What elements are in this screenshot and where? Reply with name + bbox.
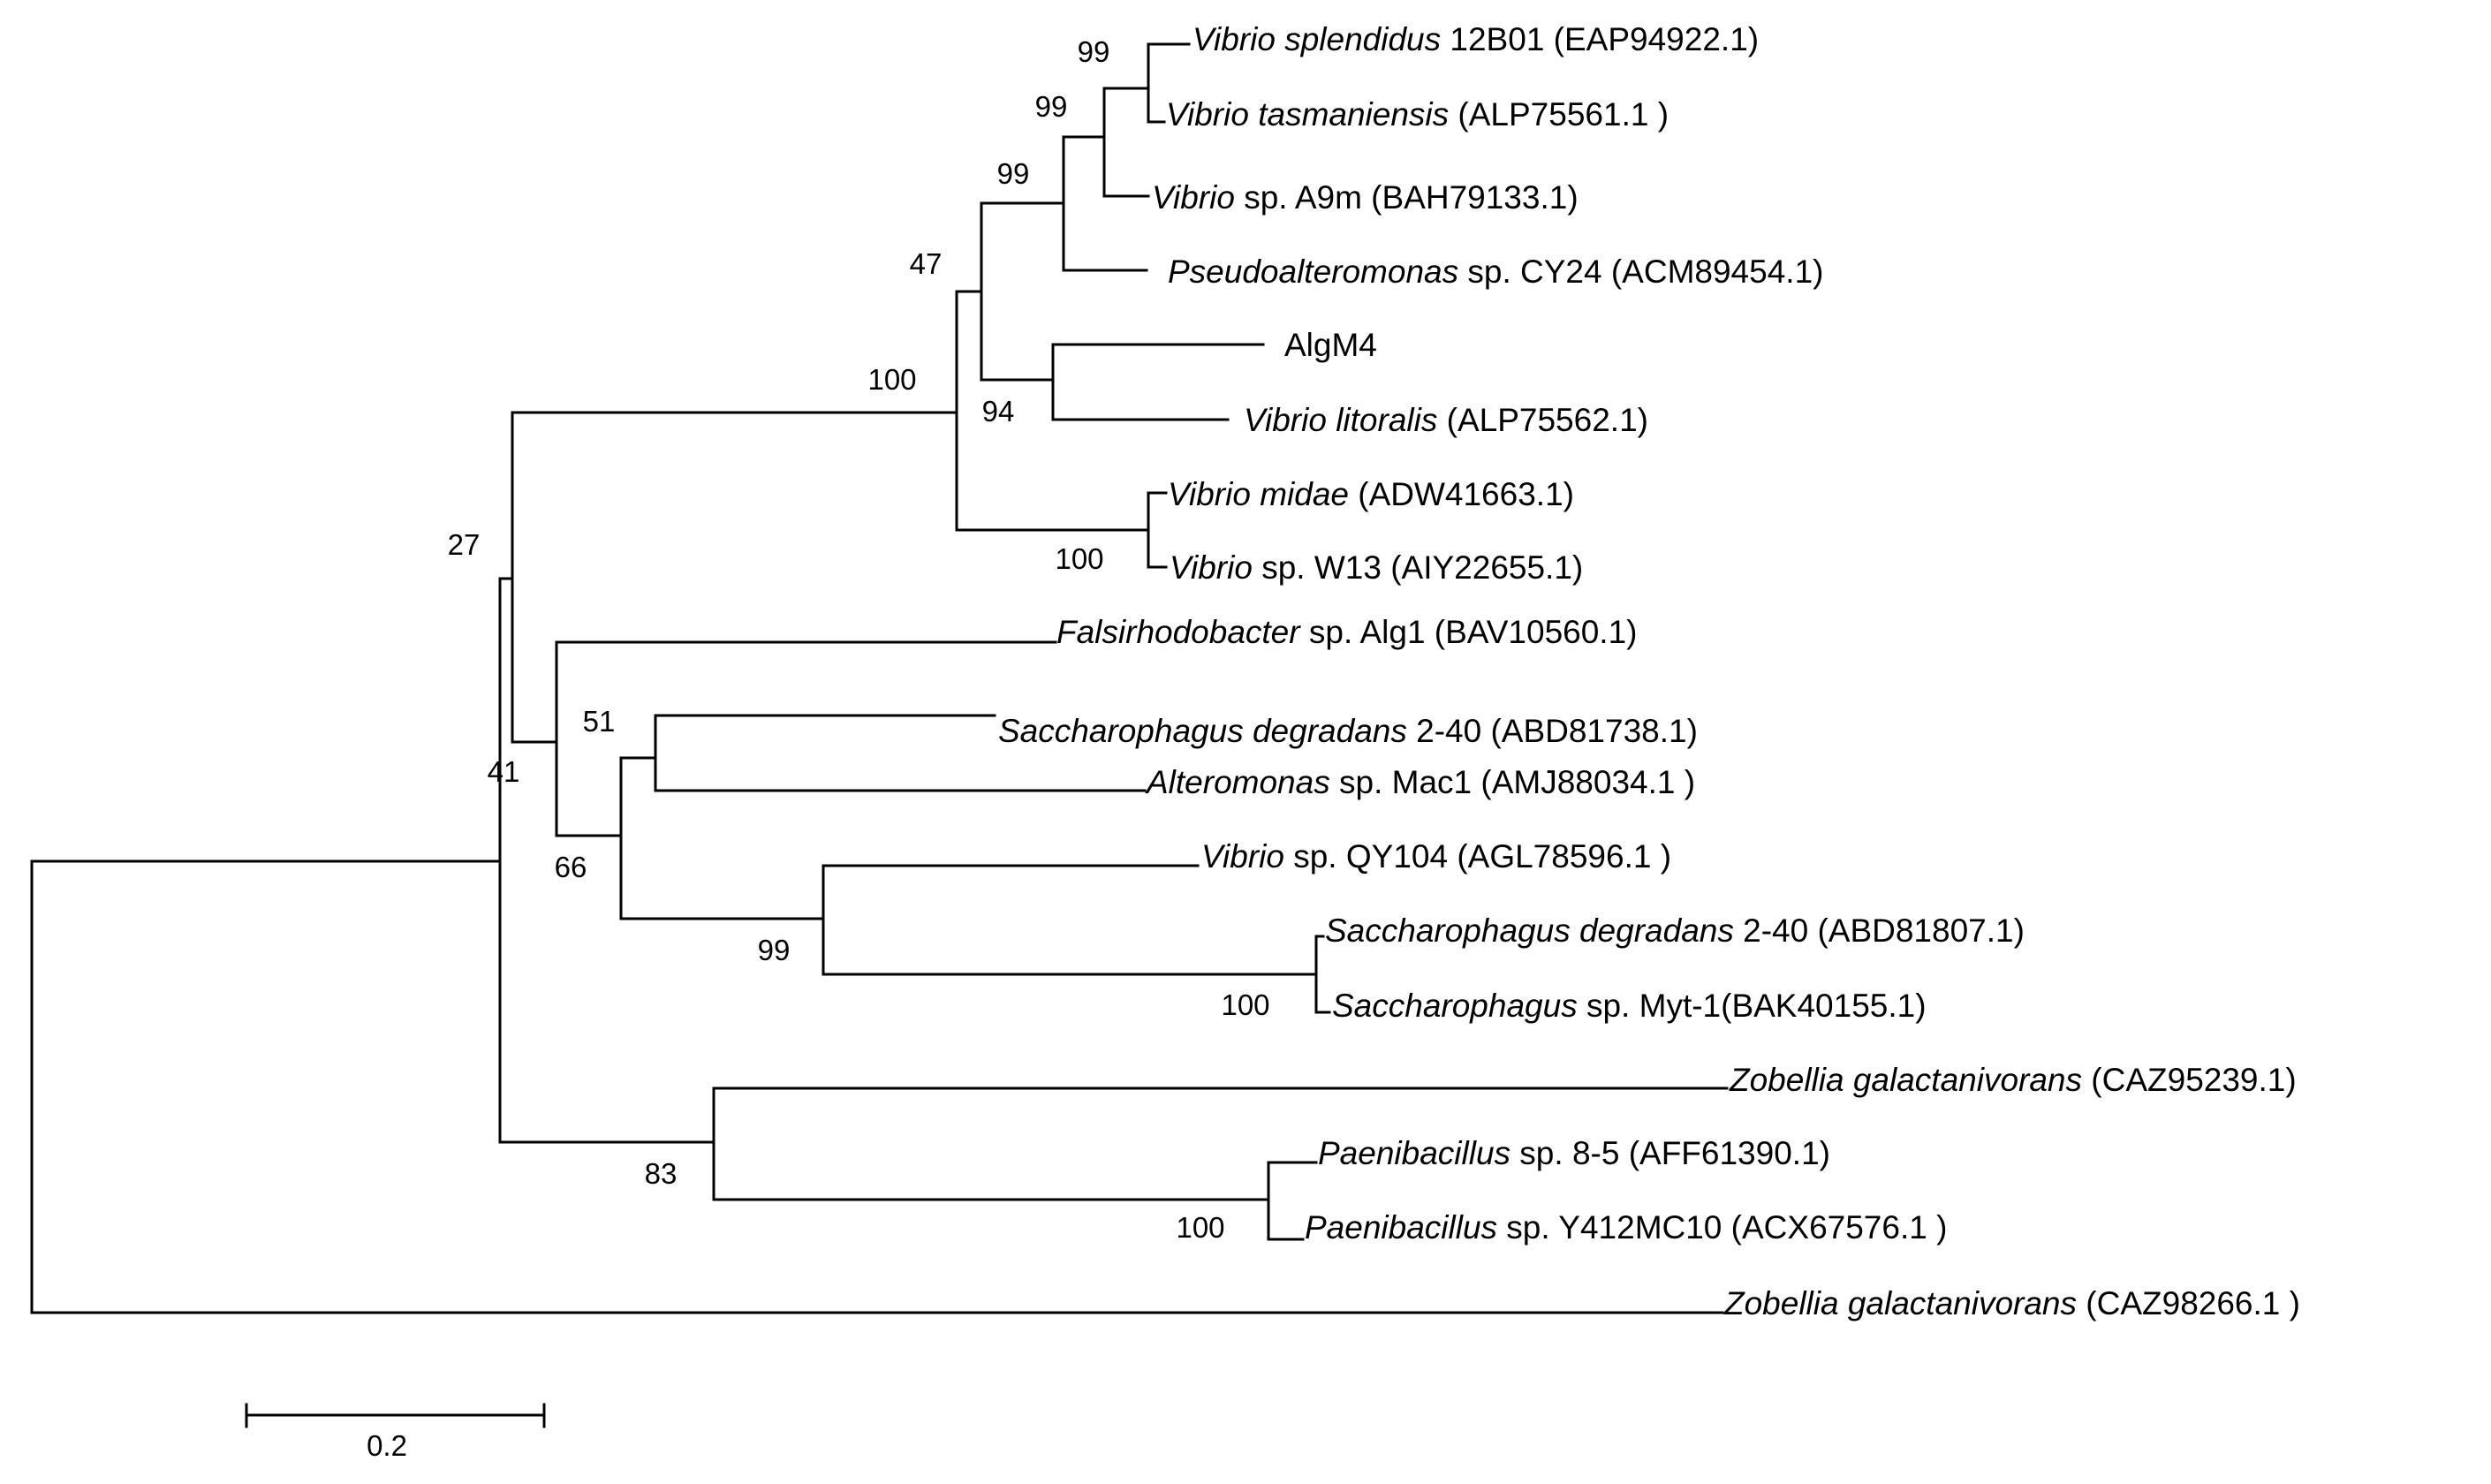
- tip-species: Pseudoalteromonas: [1168, 254, 1458, 290]
- tip-label: Vibrio midae (ADW41663.1): [1168, 476, 1574, 512]
- bootstrap-value: 100: [1176, 1211, 1224, 1244]
- bootstrap-value: 51: [583, 705, 616, 738]
- bootstrap-value: 99: [1035, 90, 1068, 123]
- bootstrap-value: 83: [645, 1157, 678, 1190]
- bootstrap-value: 99: [758, 934, 791, 966]
- bootstrap-value: 66: [555, 851, 587, 883]
- tip-label: Saccharophagus degradans 2-40 (ABD81738.…: [998, 713, 1698, 749]
- tip-species: Saccharophagus: [1332, 988, 1578, 1024]
- tip-species: Falsirhodobacter: [1056, 614, 1301, 650]
- tip-detail: (ADW41663.1): [1349, 476, 1574, 512]
- tip-label: Pseudoalteromonas sp. CY24 (ACM89454.1): [1168, 254, 1823, 290]
- bootstrap-value: 27: [448, 528, 481, 561]
- scale-bar: 0.2: [245, 1403, 546, 1462]
- tip-species: Vibrio: [1170, 549, 1253, 586]
- bootstrap-values: 99 99 99 47 94 100 100 27 51 41 66 99 10…: [448, 35, 1270, 1244]
- bootstrap-value: 94: [982, 395, 1015, 428]
- tip-label: Vibrio sp. QY104 (AGL78596.1 ): [1201, 838, 1671, 874]
- tip-label: Vibrio sp. W13 (AIY22655.1): [1170, 549, 1583, 586]
- bootstrap-value: 41: [488, 755, 520, 788]
- tip-detail: sp. A9m (BAH79133.1): [1235, 179, 1579, 216]
- tree-branches: [30, 42, 1729, 1314]
- tip-detail: sp. Alg1 (BAV10560.1): [1300, 614, 1638, 650]
- tip-label: Vibrio splendidus 12B01 (EAP94922.1): [1192, 21, 1759, 57]
- tip-species: Vibrio: [1201, 838, 1284, 874]
- tip-detail: sp. Mac1 (AMJ88034.1 ): [1330, 764, 1695, 800]
- tip-detail: sp. W13 (AIY22655.1): [1253, 549, 1583, 586]
- tip-labels: Vibrio splendidus 12B01 (EAP94922.1) Vib…: [998, 21, 2300, 1321]
- bootstrap-value: 100: [1055, 542, 1103, 575]
- tip-label: AlgM4: [1284, 327, 1377, 363]
- tip-detail: sp. QY104 (AGL78596.1 ): [1284, 838, 1671, 874]
- tip-species: Paenibacillus: [1318, 1135, 1510, 1171]
- tip-species: Zobellia galactanivorans: [1729, 1062, 2082, 1098]
- tip-label: Paenibacillus sp. Y412MC10 (ACX67576.1 ): [1305, 1209, 1947, 1246]
- tip-detail: sp. CY24 (ACM89454.1): [1458, 254, 1823, 290]
- tip-detail: (ALP75561.1 ): [1449, 96, 1669, 132]
- bootstrap-value: 99: [1078, 35, 1110, 68]
- tip-detail: sp. Myt-1(BAK40155.1): [1578, 988, 1927, 1024]
- tip-label: Zobellia galactanivorans (CAZ98266.1 ): [1723, 1285, 2300, 1321]
- tip-label: Saccharophagus sp. Myt-1(BAK40155.1): [1332, 988, 1927, 1024]
- tip-species: Alteromonas: [1145, 764, 1330, 800]
- bootstrap-value: 99: [997, 157, 1030, 190]
- tip-detail: (CAZ95239.1): [2082, 1062, 2297, 1098]
- tip-label: Vibrio sp. A9m (BAH79133.1): [1152, 179, 1579, 216]
- bootstrap-value: 100: [867, 363, 916, 396]
- tip-species: Vibrio splendidus: [1192, 21, 1441, 57]
- tip-detail: 12B01 (EAP94922.1): [1441, 21, 1759, 57]
- bootstrap-value: 100: [1221, 988, 1269, 1021]
- tip-species: Saccharophagus degradans: [998, 713, 1407, 749]
- bootstrap-value: 47: [910, 247, 943, 280]
- tip-label: Paenibacillus sp. 8-5 (AFF61390.1): [1318, 1135, 1830, 1171]
- tip-label: Falsirhodobacter sp. Alg1 (BAV10560.1): [1056, 614, 1637, 650]
- tip-species: Paenibacillus: [1305, 1209, 1497, 1246]
- tip-species: Vibrio midae: [1168, 476, 1349, 512]
- tip-detail: 2-40 (ABD81738.1): [1407, 713, 1698, 749]
- tip-detail: AlgM4: [1284, 327, 1377, 363]
- tip-detail: sp. Y412MC10 (ACX67576.1 ): [1497, 1209, 1947, 1246]
- tip-species: Vibrio tasmaniensis: [1166, 96, 1449, 132]
- tip-species: Zobellia galactanivorans: [1723, 1285, 2077, 1321]
- tip-detail: sp. 8-5 (AFF61390.1): [1510, 1135, 1830, 1171]
- tip-label: Vibrio tasmaniensis (ALP75561.1 ): [1166, 96, 1669, 132]
- tip-label: Vibrio litoralis (ALP75562.1): [1244, 402, 1648, 438]
- tip-detail: 2-40 (ABD81807.1): [1734, 912, 2025, 949]
- tip-species: Saccharophagus degradans: [1325, 912, 1734, 949]
- tip-species: Vibrio: [1152, 179, 1235, 216]
- tip-detail: (CAZ98266.1 ): [2077, 1285, 2300, 1321]
- tip-detail: (ALP75562.1): [1437, 402, 1648, 438]
- tip-species: Vibrio litoralis: [1244, 402, 1437, 438]
- tip-label: Zobellia galactanivorans (CAZ95239.1): [1729, 1062, 2297, 1098]
- tip-label: Alteromonas sp. Mac1 (AMJ88034.1 ): [1145, 764, 1695, 800]
- tip-label: Saccharophagus degradans 2-40 (ABD81807.…: [1325, 912, 2025, 949]
- scale-bar-label: 0.2: [367, 1429, 407, 1462]
